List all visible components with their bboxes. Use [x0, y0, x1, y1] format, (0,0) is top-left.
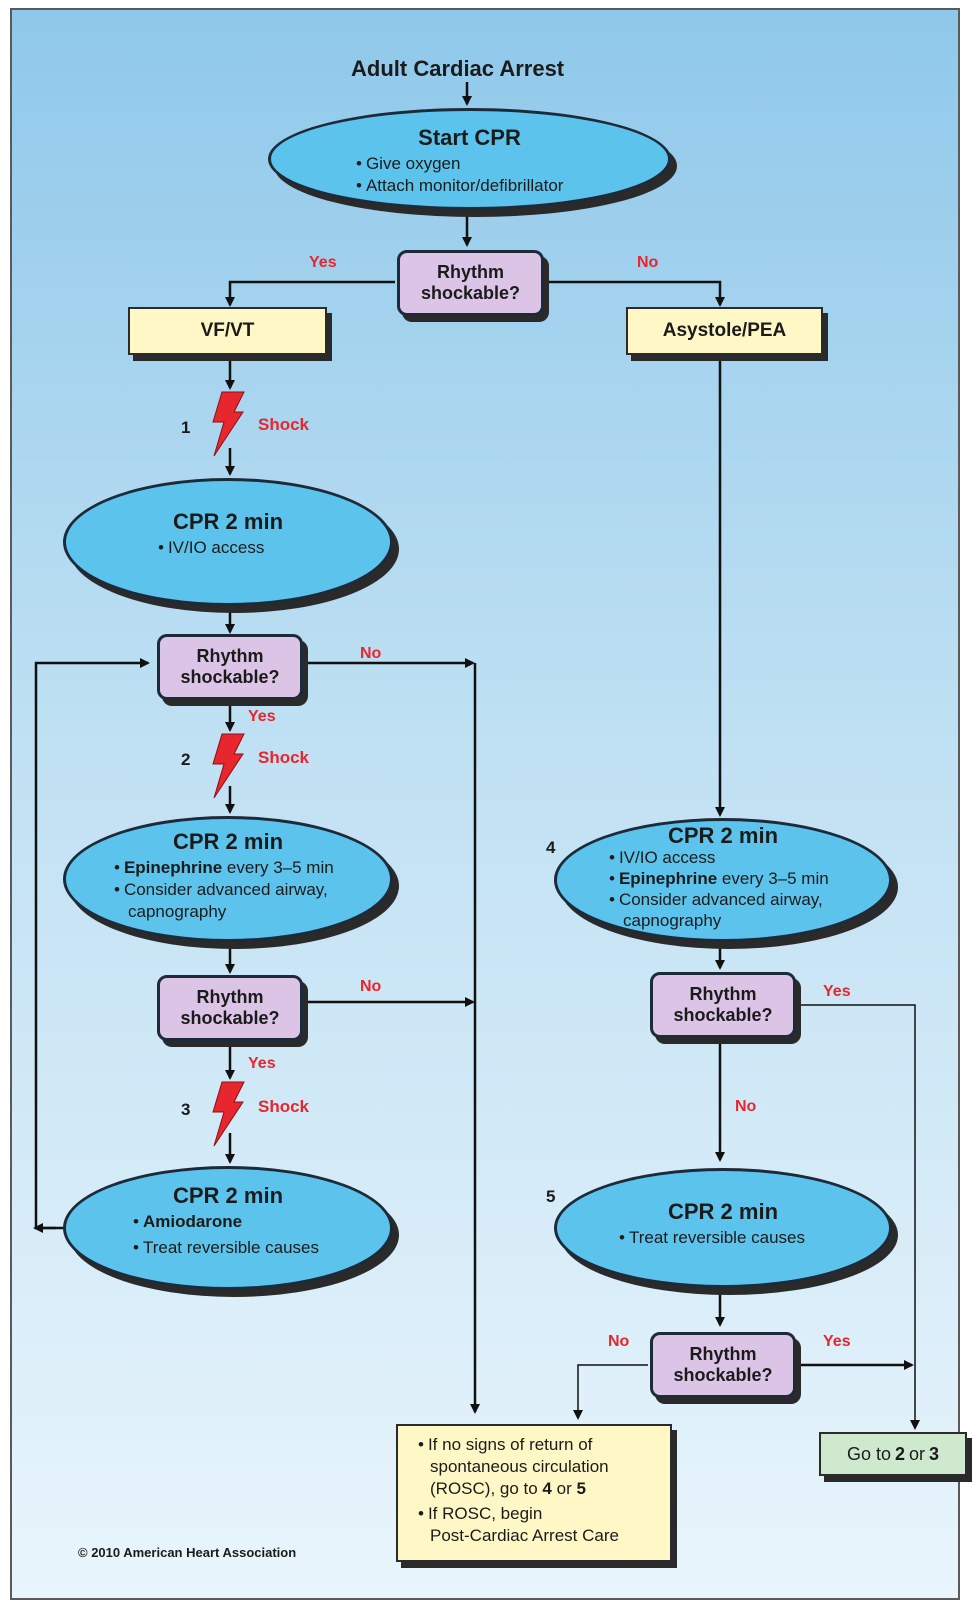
outcome-line-3: (ROSC), go to 4 or 5 [430, 1479, 586, 1498]
cpr-node-a: CPR 2 min •IV/IO access [63, 478, 393, 606]
step-number-4: 4 [546, 838, 556, 857]
cpr-c-item-amiodarone: •Amiodarone [133, 1212, 243, 1231]
cpr-d-item-airway-cont: capnography [623, 911, 722, 930]
cpr-a-heading: CPR 2 min [172, 509, 284, 534]
cpr-d-item-epinephrine: •Epinephrine every 3–5 min [609, 869, 829, 888]
cpr-node-d: CPR 2 min •IV/IO access •Epinephrine eve… [554, 818, 892, 942]
asystole-pea-box: Asystole/PEA [626, 307, 823, 355]
shock-label-2: Shock [258, 748, 310, 767]
outcome-box: •If no signs of return of spontaneous ci… [396, 1424, 672, 1562]
no-label-3: No [360, 978, 382, 995]
start-cpr-item-monitor: •Attach monitor/defibrillator [356, 176, 564, 195]
shock-label-3: Shock [258, 1097, 310, 1116]
cpr-c-heading: CPR 2 min [172, 1183, 284, 1208]
cpr-c-item-causes: •Treat reversible causes [133, 1238, 320, 1257]
yes-label-3: Yes [248, 1055, 276, 1072]
cpr-node-e: CPR 2 min •Treat reversible causes [554, 1168, 892, 1288]
step-number-1: 1 [181, 418, 191, 437]
diagram-title: Adult Cardiac Arrest [351, 56, 565, 81]
cpr-b-item-airway: •Consider advanced airway, [114, 880, 328, 899]
bolt-1 [212, 391, 245, 457]
bolt-3 [212, 1081, 245, 1147]
no-label-2: No [360, 645, 382, 662]
start-cpr-heading: Start CPR [418, 125, 521, 150]
start-cpr-node: Start CPR •Give oxygen •Attach monitor/d… [268, 108, 671, 210]
no-label-1: No [637, 254, 659, 271]
outcome-line-1: •If no signs of return of [418, 1435, 593, 1454]
yes-label-4: Yes [823, 983, 851, 1000]
cpr-b-item-epinephrine: •Epinephrine every 3–5 min [114, 858, 334, 877]
no-label-5: No [608, 1333, 630, 1350]
cpr-e-heading: CPR 2 min [667, 1199, 779, 1224]
cpr-b-heading: CPR 2 min [172, 829, 284, 854]
step-number-2: 2 [181, 750, 191, 769]
step-number-5: 5 [546, 1187, 556, 1206]
bolt-2 [212, 733, 245, 799]
step-number-3: 3 [181, 1100, 191, 1119]
yes-label-1: Yes [309, 254, 337, 271]
yes-label-5: Yes [823, 1333, 851, 1350]
cpr-a-item-access: •IV/IO access [158, 538, 265, 557]
cpr-d-item-access: •IV/IO access [609, 848, 716, 867]
copyright-notice: © 2010 American Heart Association [78, 1545, 297, 1560]
outcome-line-4: •If ROSC, begin [418, 1504, 543, 1523]
start-cpr-item-oxygen: •Give oxygen [356, 154, 461, 173]
cpr-d-heading: CPR 2 min [667, 823, 779, 848]
goto-box: Go to 2 or 3 [819, 1432, 967, 1476]
outcome-line-2: spontaneous circulation [430, 1457, 609, 1476]
cpr-node-b: CPR 2 min •Epinephrine every 3–5 min •Co… [63, 816, 393, 942]
cpr-e-item-causes: •Treat reversible causes [619, 1228, 806, 1247]
no-label-4: No [735, 1098, 757, 1115]
outcome-line-5: Post-Cardiac Arrest Care [430, 1526, 619, 1545]
shock-label-1: Shock [258, 415, 310, 434]
cpr-b-item-airway-cont: capnography [128, 902, 227, 921]
vf-vt-box: VF/VT [128, 307, 327, 355]
cpr-node-c: CPR 2 min •Amiodarone •Treat reversible … [63, 1166, 393, 1290]
yes-label-2: Yes [248, 708, 276, 725]
cpr-d-item-airway: •Consider advanced airway, [609, 890, 823, 909]
